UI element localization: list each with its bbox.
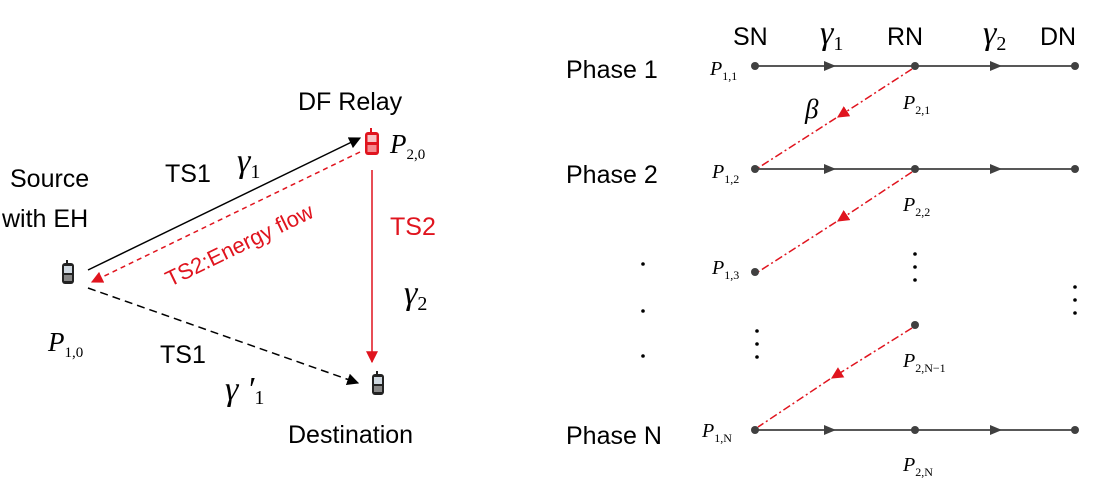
phase-2-arrow-2 [990,164,1002,174]
energy-flow-label: TS2:Energy flow [161,198,317,291]
link-source-destination [87,287,360,386]
energy-transfer-n-tail [757,378,831,428]
phase-2-row: Phase 2 P1,2 P2,2 [566,161,1079,219]
relay-label: DF Relay [298,88,403,116]
link-source-relay [87,137,362,271]
energy-transfer-1-arrow [836,68,913,118]
phase-n-dn-node [1071,426,1079,434]
dn-header: DN [1040,23,1076,51]
source-power-label: P1,0 [47,327,83,361]
energy-flow-arrow [90,151,361,283]
ts2-label: TS2 [390,213,436,241]
sn-header: SN [733,23,768,51]
vertical-ellipsis-dn [1073,285,1077,315]
phase-3-sn-node [751,268,759,276]
vertical-ellipsis-rn [913,252,917,282]
phase-2-dn-node [1071,165,1079,173]
energy-transfer-n-arrow [830,327,913,379]
phase-1-rn-node [911,62,919,70]
phase-1-row: Phase 1 P1,1 P2,1 [566,56,1079,117]
source-phone-icon [62,260,74,284]
vertical-ellipsis-sn [755,329,759,359]
destination-label: Destination [288,421,413,449]
source-label-line2: with EH [1,205,88,233]
energy-transfer-2-arrow [836,171,913,222]
phase-2-label: Phase 2 [566,161,658,189]
relay-power-label: P2,0 [389,129,425,163]
right-phase-diagram: SN γ1 RN γ2 DN Phase 1 P1,1 P2,1 β Phase… [566,15,1079,479]
phase-n-arrow-1 [824,425,836,435]
phase-1-dn-node [1071,62,1079,70]
phase-n-rn-node [911,426,919,434]
phase-n-1-rn-node [911,321,919,329]
phase-1-relay-power: P2,1 [902,92,930,117]
source-label-line1: Source [10,165,89,193]
phase-2-sn-node [751,165,759,173]
phase-1-arrow-2 [990,61,1002,71]
gamma1-header: γ1 [820,15,843,55]
gamma1-prime-label: γ ′1 [225,371,264,409]
ts1-top-label: TS1 [165,160,211,188]
relay-phone-icon [365,128,379,155]
gamma2-label: γ2 [404,275,427,315]
phase-n-arrow-2 [990,425,1002,435]
phase-n-row: Phase N P1,N P2,N [566,420,1079,479]
destination-phone-icon [372,371,384,395]
phase-2-source-power: P1,2 [711,161,739,186]
gamma2-header: γ2 [983,15,1006,55]
energy-transfer-1-tail [757,117,837,169]
phase-1-source-power: P1,1 [709,58,737,83]
phase-1-sn-node [751,62,759,70]
phase-2-arrow-1 [824,164,836,174]
phase-1-label: Phase 1 [566,56,658,84]
gamma1-label: γ1 [237,143,260,183]
phase-n-label: Phase N [566,422,662,450]
rn-header: RN [887,23,923,51]
left-network-diagram: Source with EH P1,0 DF Relay P2,0 Destin… [1,88,436,449]
phase-n-1-relay-power: P2,N−1 [902,350,946,375]
phase-n-sn-node [751,426,759,434]
phase-n-relay-power: P2,N [902,454,933,479]
energy-transfer-2-tail [757,221,837,273]
beta-label: β [804,94,819,124]
ts1-bottom-label: TS1 [160,341,206,369]
phase-1-arrow-1 [824,61,836,71]
phase-3-source-power: P1,3 [711,257,739,282]
phase-2-relay-power: P2,2 [902,194,930,219]
phase-2-rn-node [911,165,919,173]
phase-n-source-power: P1,N [701,420,732,445]
vertical-ellipsis-phases [641,262,645,358]
